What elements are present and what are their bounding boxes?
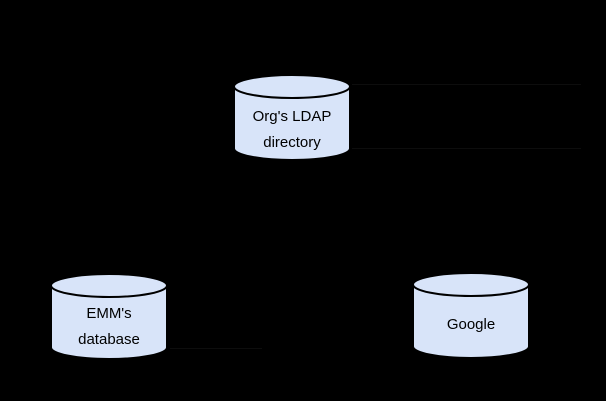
faint-connector-trace	[352, 84, 581, 85]
faint-connector-trace	[352, 148, 581, 149]
faint-connector-trace	[170, 348, 262, 349]
google-node: Google	[412, 272, 530, 359]
label-line: Org's LDAP	[252, 108, 332, 125]
ldap-directory-label: Org's LDAP directory	[233, 104, 351, 156]
database-cylinder-icon	[233, 74, 351, 161]
database-cylinder-icon	[412, 272, 530, 359]
label-line: EMM's	[86, 305, 132, 322]
label-line: Google	[446, 316, 496, 333]
google-label: Google	[412, 312, 530, 338]
emm-database-label: EMM's database	[50, 301, 168, 353]
ldap-directory-node: Org's LDAP directory	[233, 74, 351, 161]
database-cylinder-icon	[50, 273, 168, 360]
label-line: directory	[263, 134, 321, 151]
emm-database-node: EMM's database	[50, 273, 168, 360]
label-line: database	[78, 331, 140, 348]
